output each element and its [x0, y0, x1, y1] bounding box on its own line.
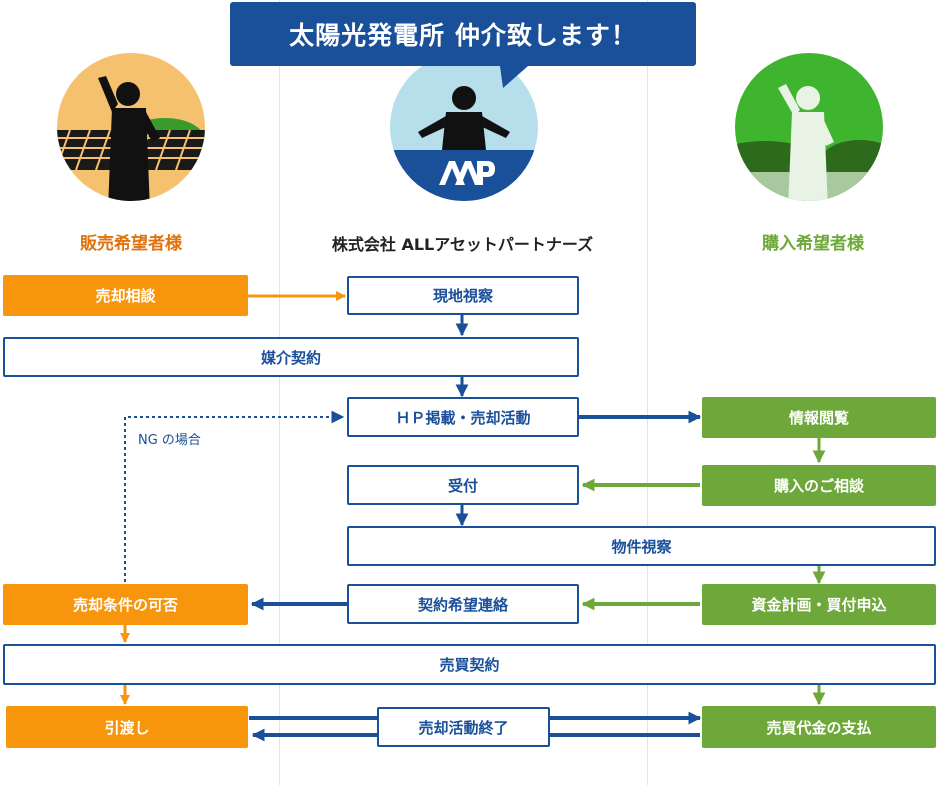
step-buy-consult: 購入のご相談 [702, 465, 936, 506]
column-header-seller: 販売希望者様 [80, 234, 182, 254]
step-hp-listing: ＨＰ掲載・売却活動 [347, 397, 579, 437]
column-divider [647, 0, 648, 785]
ng-label: NG の場合 [138, 433, 201, 448]
aap-logo-icon [439, 161, 495, 185]
column-header-buyer: 購入希望者様 [762, 234, 864, 254]
step-handover: 引渡し [6, 706, 248, 748]
step-contract-request: 契約希望連絡 [347, 584, 579, 624]
step-payment: 売買代金の支払 [702, 706, 936, 748]
step-sales-contract: 売買契約 [3, 644, 936, 685]
banner-tail [500, 66, 528, 88]
step-reception: 受付 [347, 465, 579, 505]
step-brokerage: 媒介契約 [3, 337, 579, 377]
column-divider [279, 0, 280, 785]
column-header-agent: 株式会社 ALLアセットパートナーズ [331, 235, 594, 254]
banner: 太陽光発電所 仲介致します！ [230, 2, 696, 66]
step-site-visit: 現地視察 [347, 276, 579, 315]
step-sale-terms: 売却条件の可否 [3, 584, 248, 625]
seller-illustration-icon [57, 53, 205, 201]
buyer-illustration-icon [735, 53, 883, 201]
ng-return-line [124, 410, 345, 582]
step-sell-consult: 売却相談 [3, 275, 248, 316]
step-property-visit: 物件視察 [347, 526, 936, 566]
step-sale-end: 売却活動終了 [377, 707, 550, 747]
step-funding: 資金計画・買付申込 [702, 584, 936, 625]
banner-text: 太陽光発電所 仲介致します！ [289, 21, 637, 50]
step-info-view: 情報閲覧 [702, 397, 936, 438]
